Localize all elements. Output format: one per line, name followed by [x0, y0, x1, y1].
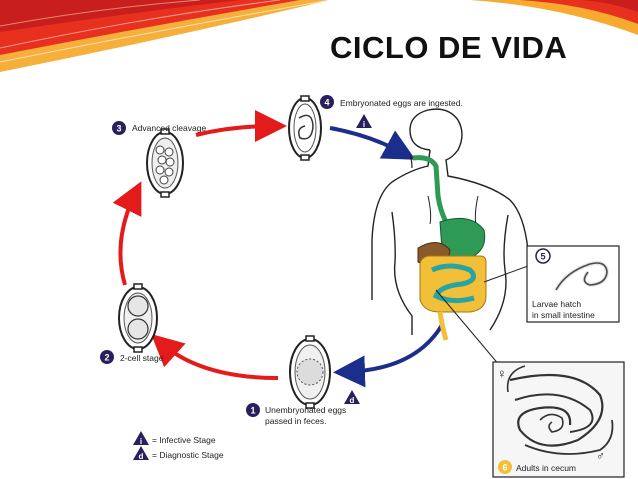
stage-badge-4 — [320, 95, 334, 109]
diagnostic-marker-letter: d — [350, 396, 355, 405]
egg-embryonated — [288, 95, 322, 161]
stage-label-6: Adults in cecum — [516, 463, 576, 473]
digestive-tract — [412, 155, 487, 341]
egg-unembryonated — [289, 335, 331, 409]
stage-number-1: 1 — [250, 406, 255, 416]
stage-number-3: 3 — [116, 124, 121, 134]
egg-advanced-cleavage — [146, 128, 184, 198]
legend-diagnostic-triangle — [133, 446, 149, 460]
arrow-4-to-host — [329, 126, 416, 160]
stage-badge-1 — [246, 403, 260, 417]
stage-number-6: 6 — [502, 463, 507, 473]
stage-label-5-line2: in small intestine — [532, 310, 595, 320]
diagnostic-marker-triangle — [344, 390, 360, 404]
legend-diagnostic-letter: d — [139, 452, 144, 461]
stage-number-4: 4 — [324, 98, 329, 108]
stage-label-1-line2: passed in feces. — [265, 416, 326, 426]
arrow-3-to-4 — [195, 110, 287, 143]
stage-number-2: 2 — [104, 353, 109, 363]
egg-2-cell — [118, 283, 158, 353]
stage-number-5: 5 — [540, 252, 545, 262]
human-host — [371, 108, 531, 335]
stage-label-1-line1: Unembryonated eggs — [265, 405, 346, 415]
arrow-host-to-1 — [333, 323, 444, 388]
stage-label-5-line1: Larvae hatch — [532, 299, 581, 309]
legend: i = Infective Stage d = Diagnostic Stage — [133, 431, 224, 461]
female-symbol: ♀ — [497, 366, 507, 381]
arrow-1-to-2 — [151, 333, 279, 380]
slide-title: CICLO DE VIDA — [330, 30, 568, 65]
infective-marker-letter: i — [363, 120, 365, 129]
adults-box — [492, 361, 625, 478]
legend-infective-triangle — [133, 431, 149, 445]
male-symbol: ♂ — [596, 449, 605, 463]
legend-infective-letter: i — [140, 437, 142, 446]
stage-badge-3 — [112, 121, 126, 135]
stage-badge-6 — [498, 460, 512, 474]
arrow-2-to-3 — [112, 181, 142, 286]
legend-infective-label: = Infective Stage — [152, 435, 216, 445]
stage-badge-5 — [535, 248, 551, 264]
legend-diagnostic-label: = Diagnostic Stage — [152, 450, 224, 460]
stage-label-2: 2-cell stage — [120, 353, 164, 363]
stage-label-4: Embryonated eggs are ingested. — [340, 98, 463, 108]
infective-marker-triangle — [356, 114, 372, 128]
stage-label-3: Advanced cleavage — [132, 123, 206, 133]
stage-badge-2 — [100, 350, 114, 364]
